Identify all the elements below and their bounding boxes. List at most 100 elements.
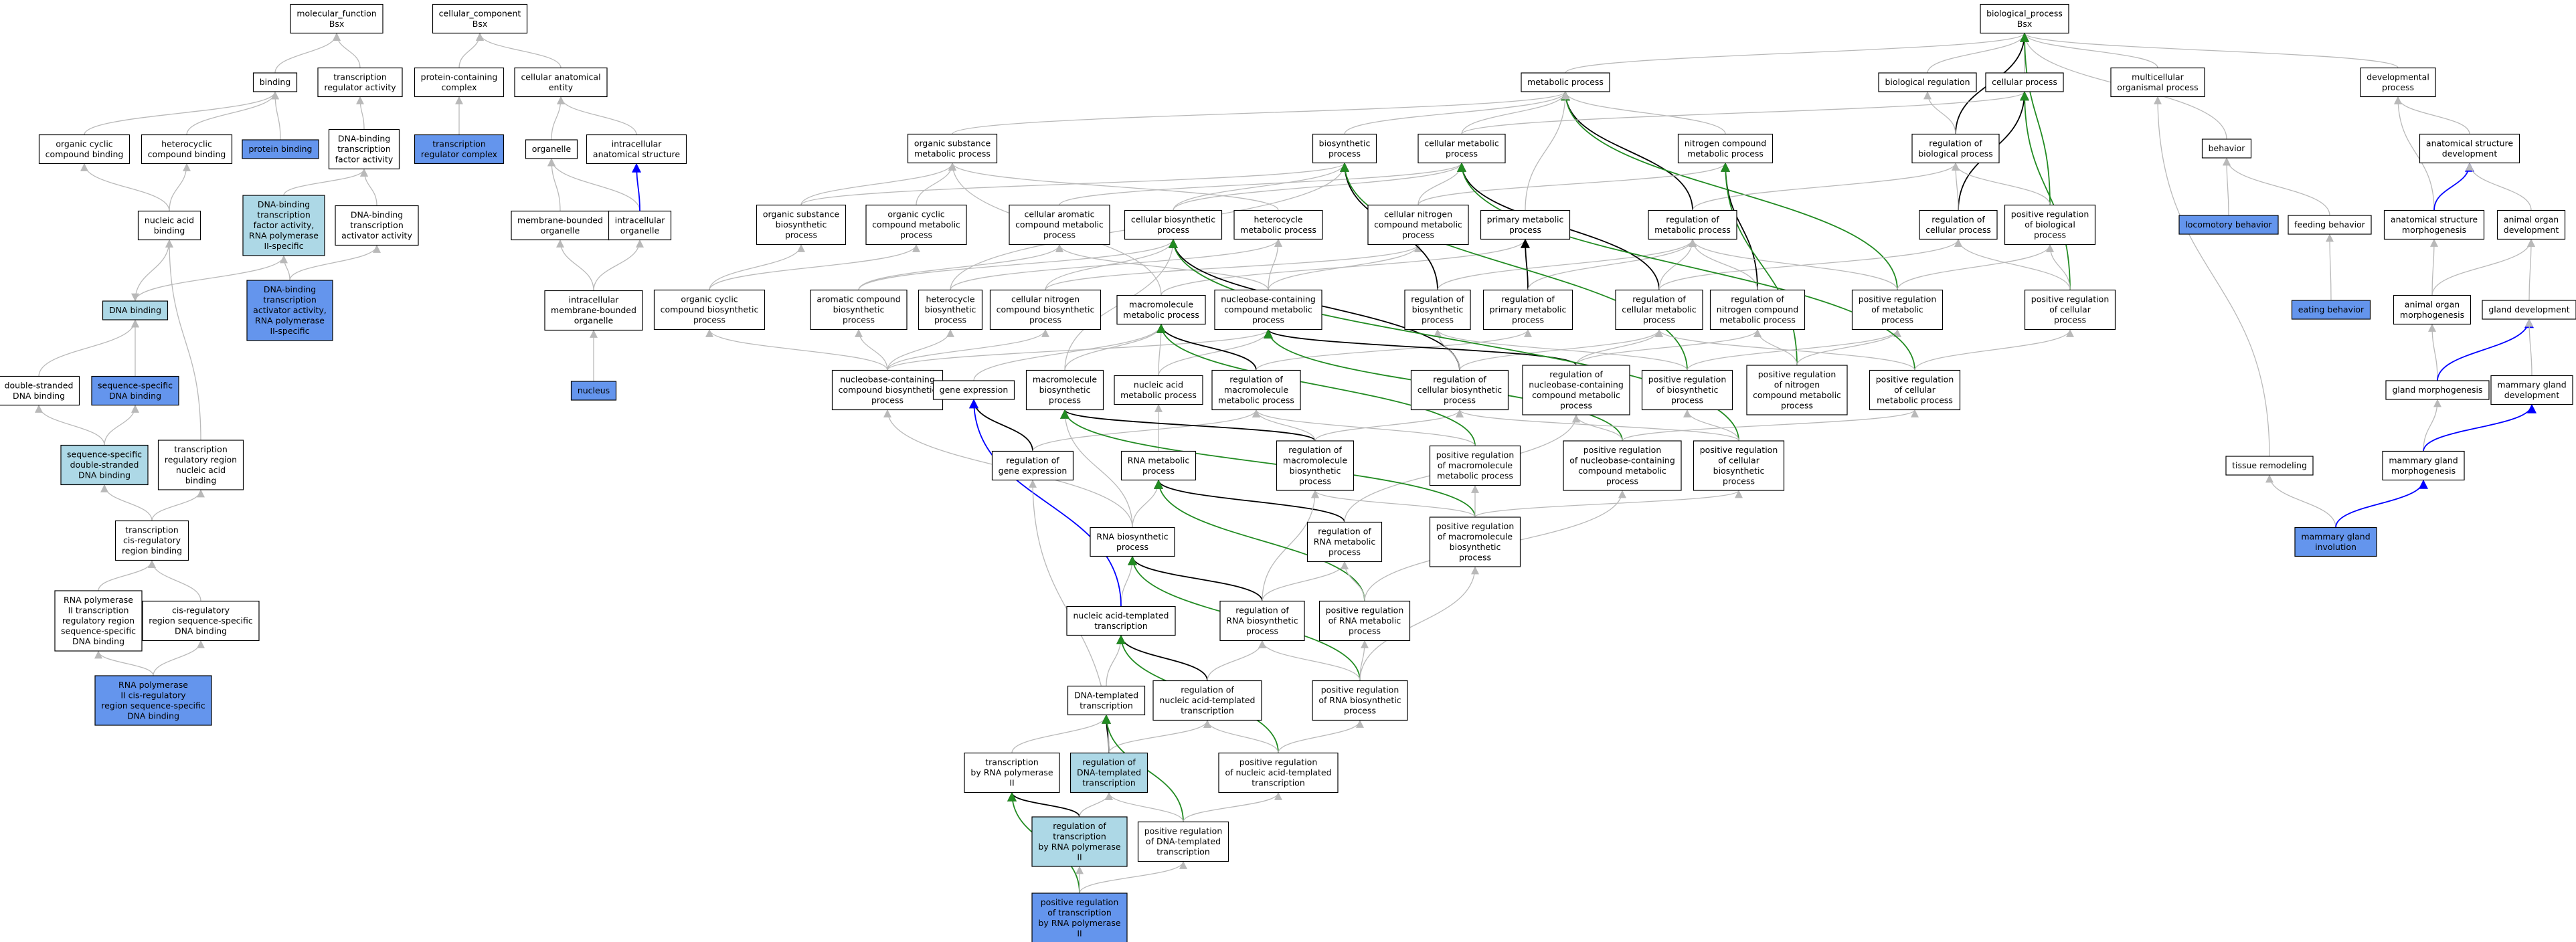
go-term-node-locobeh[interactable]: locomotory behavior	[2178, 215, 2279, 235]
go-term-node-eatbeh[interactable]: eating behavior	[2291, 300, 2371, 320]
go-term-node-dnab[interactable]: DNA binding	[102, 300, 169, 320]
go-term-node-cellproc[interactable]: cellular process	[1985, 72, 2064, 92]
go-term-node-protbind[interactable]: protein binding	[242, 139, 319, 159]
go-term-node-feedbeh[interactable]: feeding behavior	[2288, 215, 2372, 235]
go-term-node-tissrem[interactable]: tissue remodeling	[2225, 456, 2314, 476]
go-term-node-binding[interactable]: binding	[252, 72, 298, 92]
go-term-node-geneexp[interactable]: gene expression	[932, 380, 1015, 400]
go-term-node-behavior[interactable]: behavior	[2201, 138, 2252, 159]
go-term-node-bioreg[interactable]: biological regulation	[1878, 72, 1977, 92]
go-term-node-metproc[interactable]: metabolic process	[1521, 72, 1610, 92]
go-term-node-organelle[interactable]: organelle	[525, 139, 578, 159]
go-term-node-glanddev[interactable]: gland development	[2482, 300, 2576, 320]
go-term-node-regnbcmp[interactable]: regulation ofnucleobase-containingcompou…	[1522, 365, 1630, 415]
go-term-node-regmbp[interactable]: regulation ofmacromoleculebiosyntheticpr…	[1276, 440, 1355, 491]
